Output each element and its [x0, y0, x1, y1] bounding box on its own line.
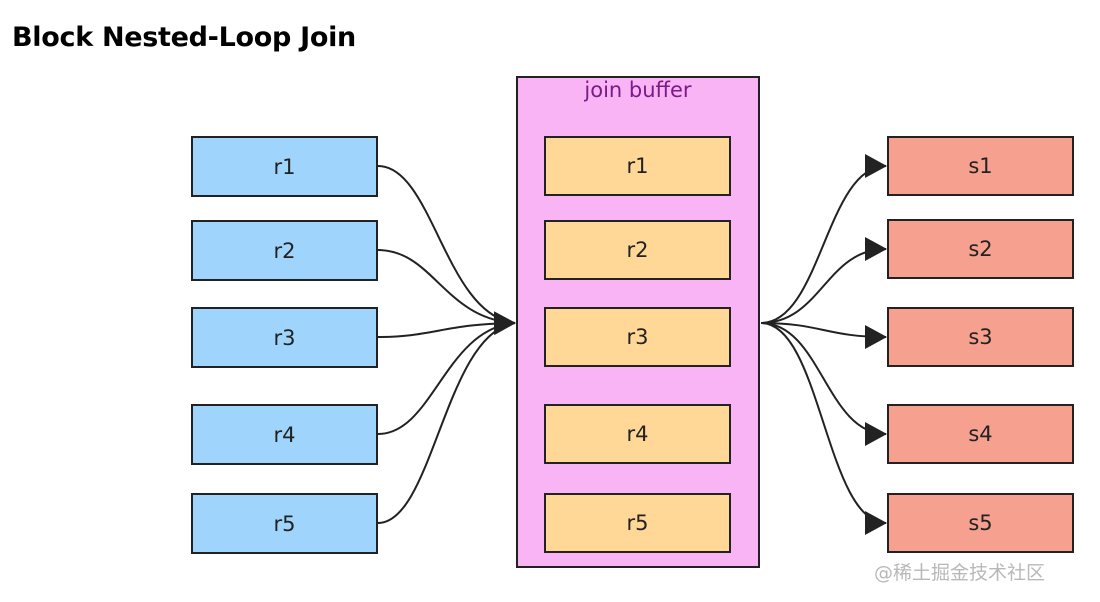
input-arrow-r2 — [377, 249, 516, 324]
outer-row-r3: r3 — [191, 307, 378, 368]
outer-row-r5: r5 — [191, 493, 378, 554]
watermark: @稀土掘金技术社区 — [874, 562, 1046, 584]
inner-row-s3: s3 — [887, 307, 1074, 367]
input-arrow-r5 — [377, 322, 516, 524]
output-arrow-s3 — [760, 322, 887, 349]
buffer-row-r2: r2 — [544, 220, 731, 280]
inner-row-s5: s5 — [887, 493, 1074, 553]
input-arrow-r4 — [377, 322, 516, 435]
outer-row-r1: r1 — [191, 136, 378, 197]
inner-row-s2: s2 — [887, 219, 1074, 279]
output-arrow-s2 — [760, 237, 887, 324]
outer-row-r4: r4 — [191, 404, 378, 465]
input-arrows — [377, 165, 516, 524]
inner-row-s4: s4 — [887, 404, 1074, 464]
buffer-row-r1: r1 — [544, 136, 731, 196]
buffer-row-r3: r3 — [544, 307, 731, 367]
output-arrows — [760, 154, 887, 535]
buffer-row-r5: r5 — [544, 493, 731, 553]
buffer-row-r4: r4 — [544, 404, 731, 464]
output-arrow-s4 — [760, 322, 887, 446]
input-arrow-r3 — [377, 311, 516, 338]
join-buffer-label: join buffer — [584, 78, 692, 102]
diagram-title: Block Nested-Loop Join — [12, 22, 356, 53]
outer-row-r2: r2 — [191, 220, 378, 281]
inner-row-s1: s1 — [887, 136, 1074, 196]
input-arrow-r1 — [377, 165, 516, 324]
output-arrow-s1 — [760, 154, 887, 324]
output-arrow-s5 — [760, 322, 887, 535]
